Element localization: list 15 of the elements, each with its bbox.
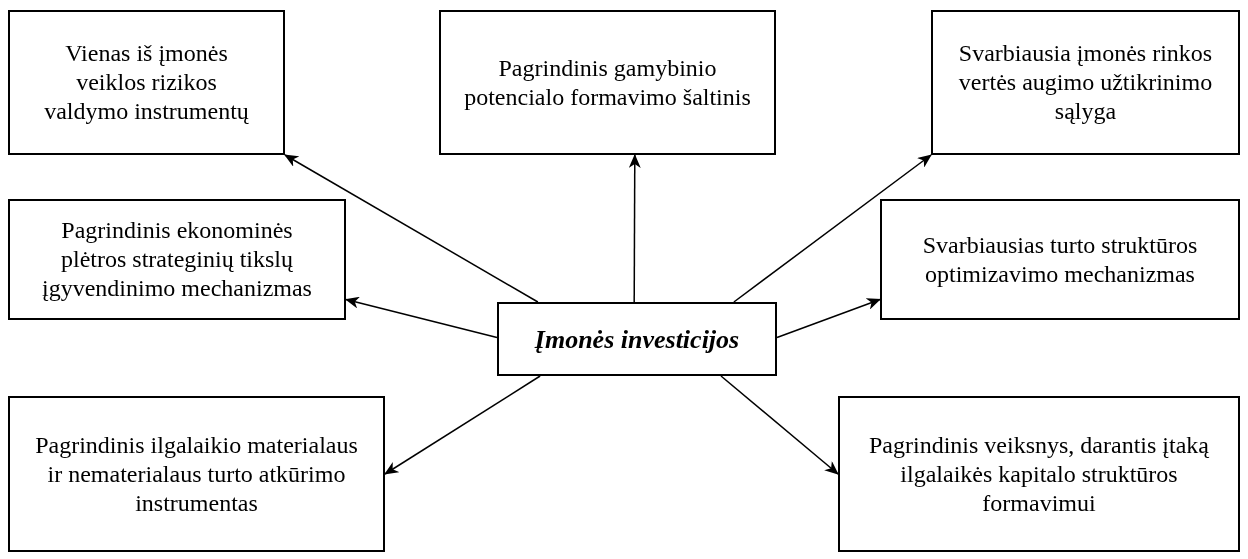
text-box: Pagrindinis veiksnys, darantis įtaką ilgalaikės kapitalo struktūros formavimui [838, 396, 1240, 552]
arrow [776, 298, 881, 339]
arrow [384, 375, 541, 475]
text-box: Svarbiausia įmonės rinkos vertės augimo užtikrinimo sąlyga [931, 10, 1240, 155]
arrow [720, 375, 839, 475]
arrow [284, 154, 539, 303]
arrow [628, 154, 641, 303]
arrow [345, 296, 498, 339]
text-box: Pagrindinis ekonominės plėtros strateginių tikslų įgyvendinimo mechanizmas [8, 199, 346, 320]
arrow [733, 154, 932, 303]
central-box: Įmonės investicijos [497, 302, 777, 376]
text-box: Pagrindinis ilgalaikio materialaus ir nematerialaus turto atkūrimo instrumentas [8, 396, 385, 552]
text-box: Vienas iš įmonės veiklos rizikos valdymo instrumentų [8, 10, 285, 155]
text-box: Pagrindinis gamybinio potencialo formavimo šaltinis [439, 10, 776, 155]
text-box: Svarbiausias turto struktūros optimizavimo mechanizmas [880, 199, 1240, 320]
